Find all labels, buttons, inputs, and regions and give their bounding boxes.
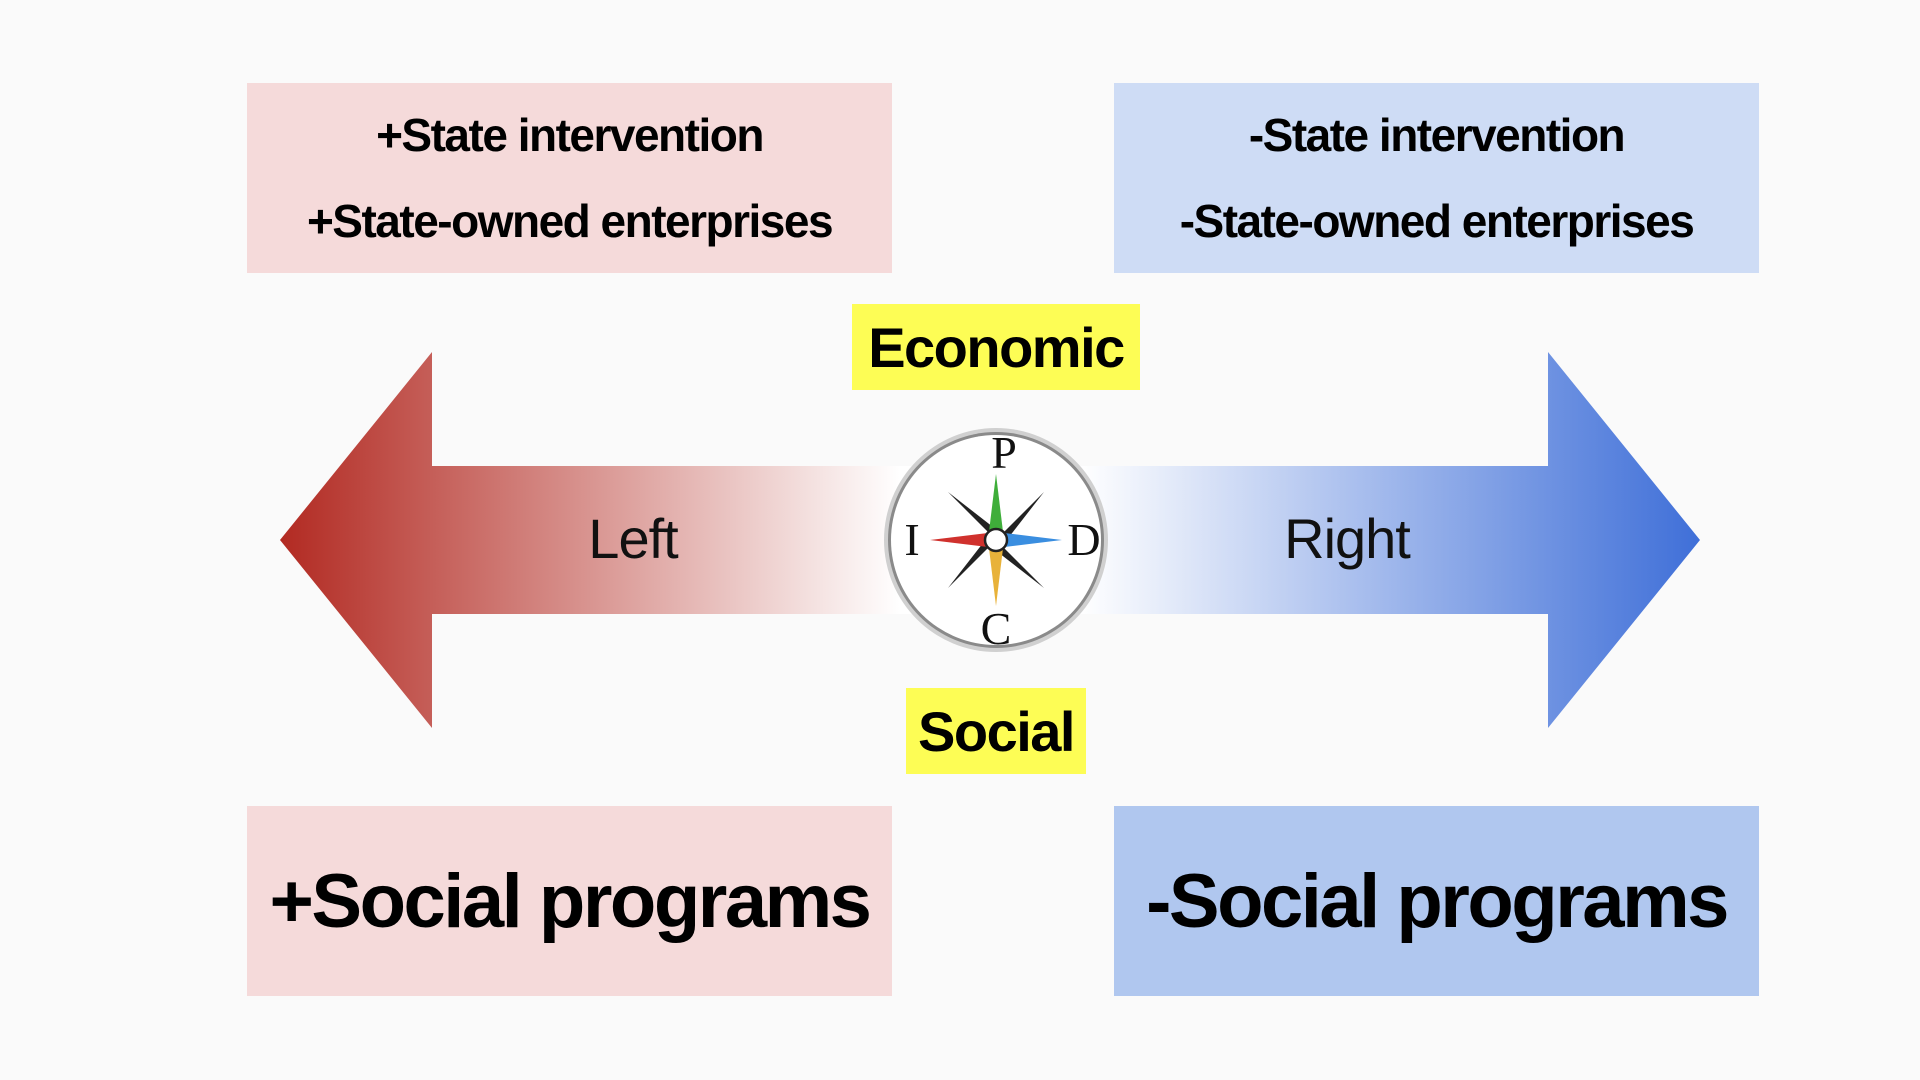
compass-letter-north: P bbox=[991, 427, 1017, 478]
social-right-box: -Social programs bbox=[1114, 806, 1759, 996]
economic-left-line-2: +State-owned enterprises bbox=[306, 195, 834, 247]
social-label: Social bbox=[906, 688, 1086, 774]
compass-letter-south: C bbox=[981, 603, 1012, 654]
compass-letter-west: I bbox=[904, 514, 919, 565]
left-arrow-shape bbox=[280, 352, 960, 728]
social-right-text: -Social programs bbox=[1146, 858, 1729, 944]
economic-right-line-1: -State intervention bbox=[1248, 109, 1626, 161]
economic-left-box: +State intervention +State-owned enterpr… bbox=[247, 83, 892, 273]
left-arrow-label: Left bbox=[588, 507, 679, 570]
right-arrow-shape bbox=[1000, 352, 1700, 728]
social-left-text: +Social programs bbox=[269, 858, 872, 944]
economic-right-box: -State intervention -State-owned enterpr… bbox=[1114, 83, 1759, 273]
compass-icon: P C I D bbox=[884, 427, 1108, 654]
compass-letter-east: D bbox=[1067, 514, 1100, 565]
economic-left-line-1: +State intervention bbox=[376, 109, 764, 161]
compass-needle-west bbox=[930, 532, 996, 548]
economic-label: Economic bbox=[852, 304, 1140, 390]
compass-needle-south bbox=[988, 540, 1004, 606]
compass-needle-north bbox=[988, 474, 1004, 540]
economic-right-line-2: -State-owned enterprises bbox=[1179, 195, 1695, 247]
compass-needle-east bbox=[996, 532, 1062, 548]
social-left-box: +Social programs bbox=[247, 806, 892, 996]
right-arrow-label: Right bbox=[1284, 507, 1411, 570]
